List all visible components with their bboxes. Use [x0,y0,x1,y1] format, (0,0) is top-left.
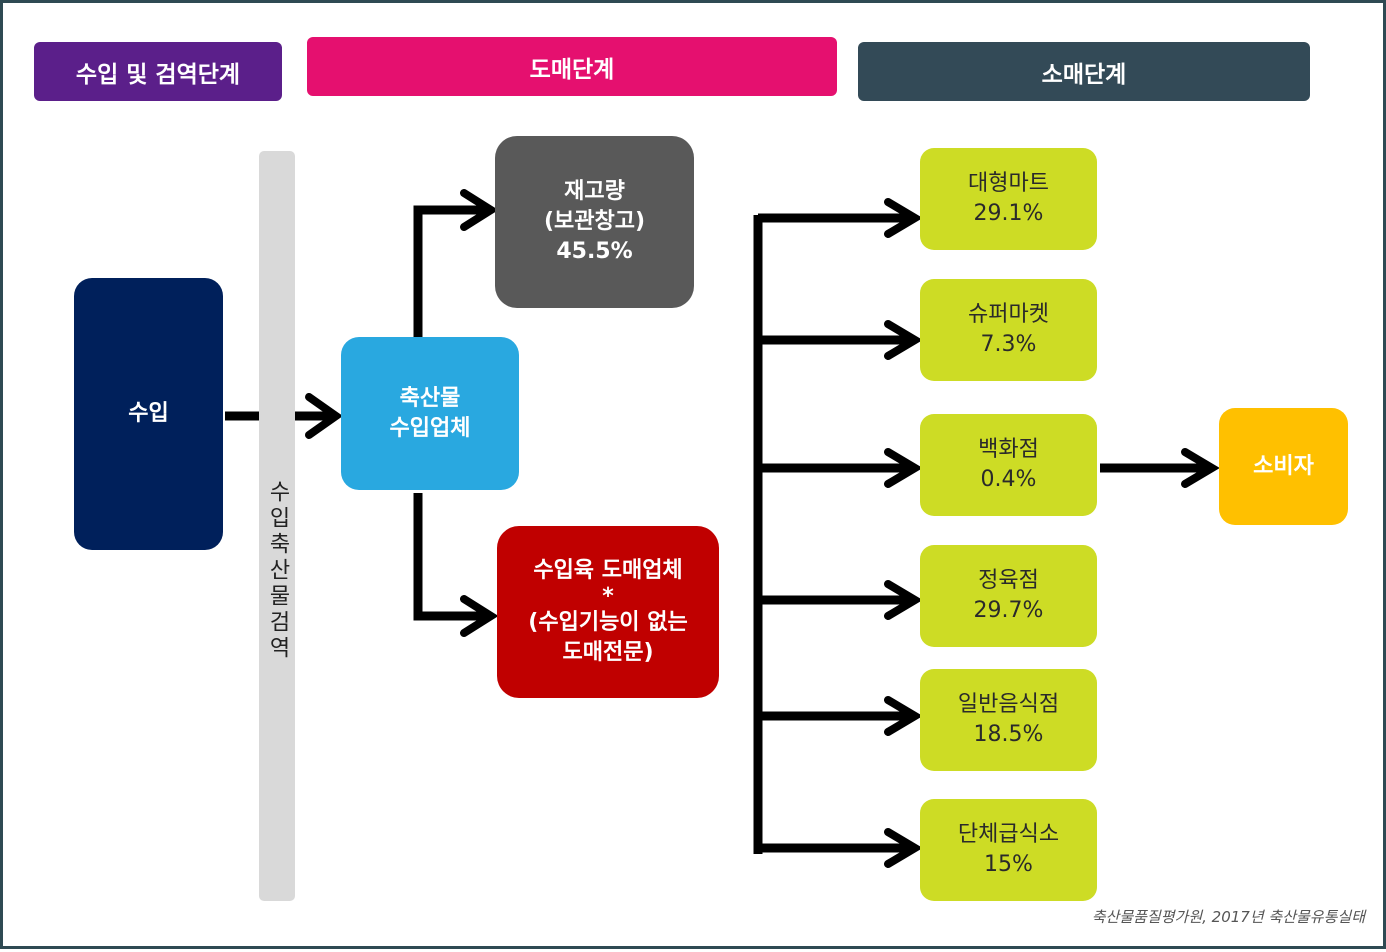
arrow-importer-to-wholesaler [413,493,488,621]
wholesaler-line-4: 도매전문) [562,640,654,665]
importer-line-2: 수입업체 [389,415,471,441]
wholesaler-asterisk: * [602,584,614,609]
consumer-label: 소비자 [1253,453,1314,479]
retail-name: 슈퍼마켓 [968,302,1049,327]
importer-line-1: 축산물 [399,385,461,411]
retail-share: 7.3% [980,332,1037,357]
retail-share: 29.7% [973,598,1044,623]
wholesaler-line-1: 수입육 도매업체 [533,558,683,583]
stage-header-retail: 소매단계 [858,42,1310,101]
inventory-line-1: 재고량 [564,179,625,204]
wholesaler-box: 수입육 도매업체 * (수입기능이 없는 도매전문) [497,526,719,698]
arrow-importer-to-inventory [413,205,488,341]
retail-share: 18.5% [973,722,1044,747]
connector-lines [225,189,1220,868]
retail-name: 백화점 [978,437,1039,462]
inventory-share: 45.5% [556,239,633,264]
quarantine-label: 수입축산물검역 [265,480,290,662]
consumer-box: 소비자 [1219,408,1348,525]
retail-box-department-store: 백화점 0.4% [920,414,1097,516]
stage-header-wholesale: 도매단계 [307,37,837,96]
retail-box-restaurant: 일반음식점 18.5% [920,669,1097,771]
import-box: 수입 [74,278,223,550]
inventory-line-2: (보관창고) [543,209,646,234]
retail-box-butcher: 정육점 29.7% [920,545,1097,647]
retail-share: 29.1% [973,201,1044,226]
quarantine-bar: 수입축산물검역 [259,151,295,901]
source-note: 축산물품질평가원, 2017년 축산물유통실태 [1091,908,1365,926]
retail-box-cafeteria: 단체급식소 15% [920,799,1097,901]
retail-name: 단체급식소 [957,822,1060,847]
retail-box-hypermarket: 대형마트 29.1% [920,148,1097,250]
stage-header-import-inspection: 수입 및 검역단계 [34,42,282,101]
import-label: 수입 [128,401,169,426]
retail-name: 대형마트 [968,171,1049,196]
wholesaler-line-3: (수입기능이 없는 [528,610,688,635]
retail-box-supermarket: 슈퍼마켓 7.3% [920,279,1097,381]
retail-name: 일반음식점 [957,692,1060,717]
retail-share: 0.4% [980,467,1037,492]
importer-box: 축산물 수입업체 [341,337,519,490]
retail-share: 15% [984,852,1033,877]
inventory-box: 재고량 (보관창고) 45.5% [495,136,694,308]
retail-name: 정육점 [978,568,1039,593]
